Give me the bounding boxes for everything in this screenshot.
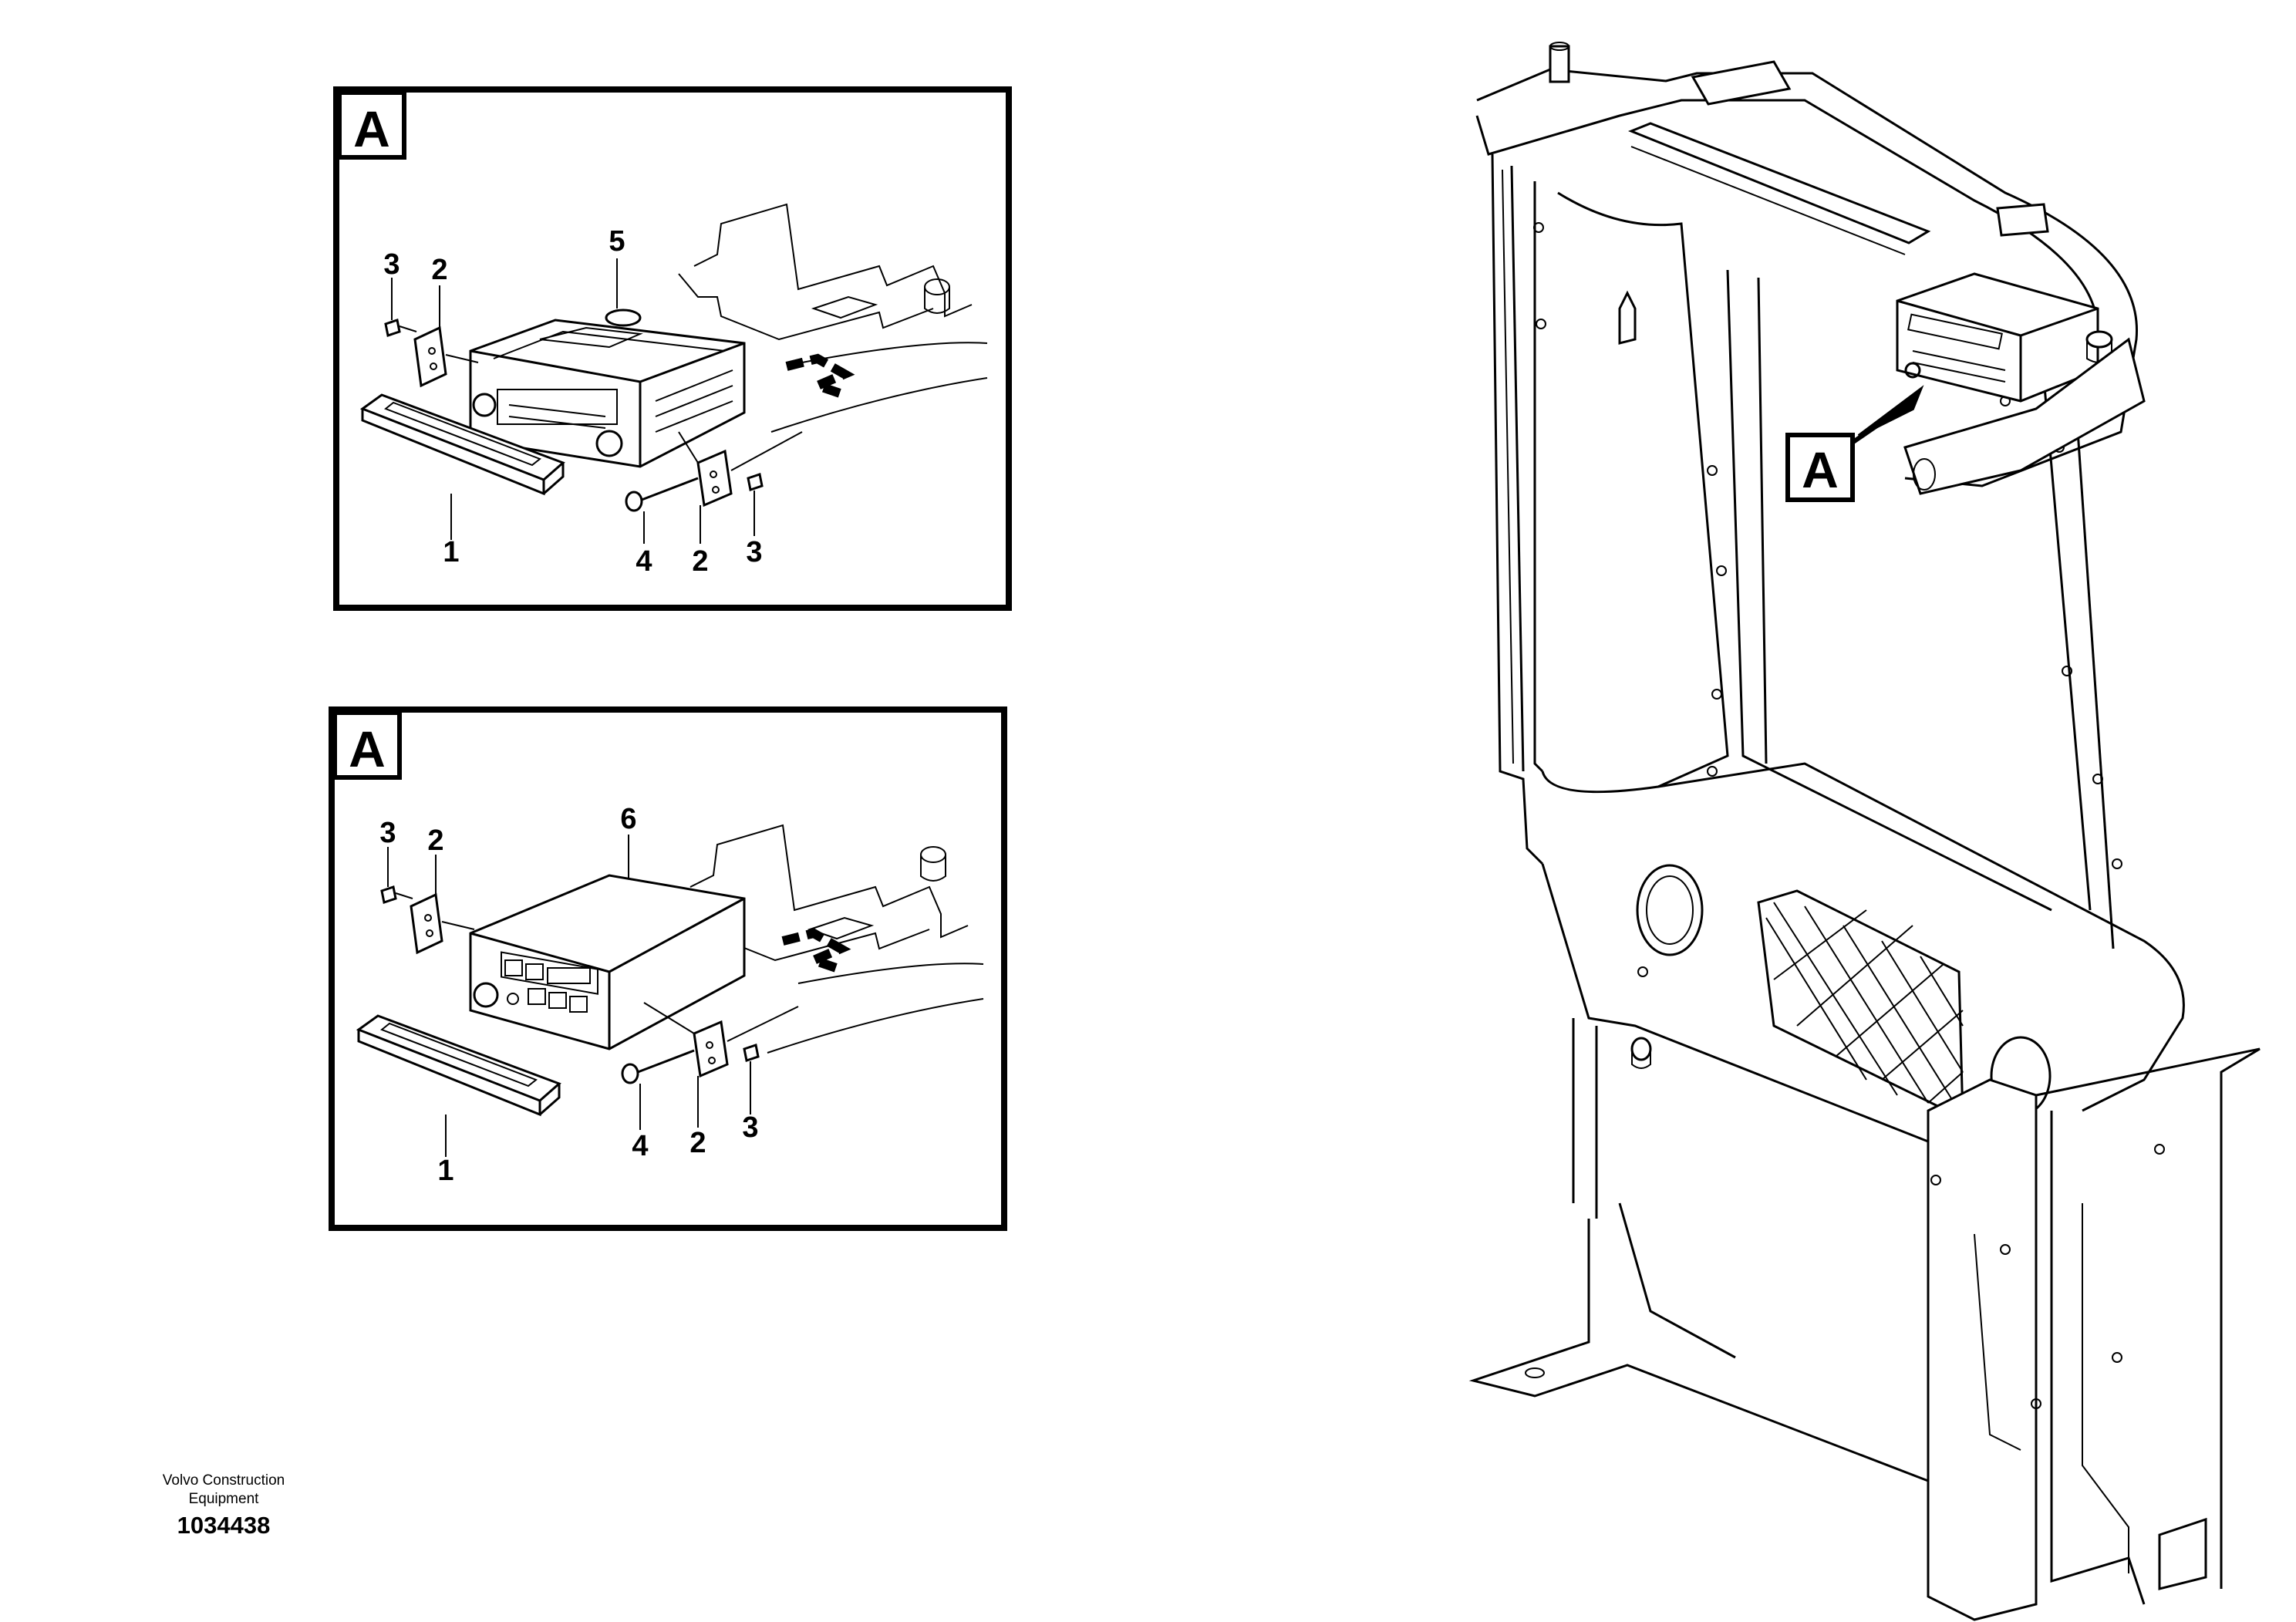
- cab-view-label: A: [1802, 441, 1839, 498]
- callout-2: 2: [431, 254, 447, 286]
- rear-leg: [1927, 1078, 2038, 1621]
- callout-4: 4: [632, 1130, 648, 1162]
- detail-panel-radio: A: [333, 86, 1012, 611]
- callout-5: 5: [609, 225, 625, 258]
- callout-3: 3: [383, 248, 400, 281]
- side-arm: [1903, 337, 2146, 495]
- assembly-line: [678, 431, 803, 471]
- callout-3b: 3: [746, 536, 762, 568]
- mounting-bracket-right: [696, 449, 733, 508]
- drawing-number: 1034438: [177, 1512, 271, 1539]
- leader-lines: [387, 835, 751, 1157]
- leader-lines: [391, 258, 755, 544]
- cable-harness: [785, 353, 855, 400]
- upper-beam: [1627, 122, 1931, 244]
- callout-4: 4: [636, 545, 652, 578]
- cab-rear-frame: A: [1468, 42, 2261, 1621]
- callout-2b: 2: [689, 1127, 706, 1159]
- speaker-opening-left: [1636, 864, 1704, 956]
- view-label: A: [353, 100, 390, 157]
- screw-left: [380, 885, 413, 904]
- company-name-line2: Equipment: [188, 1491, 259, 1507]
- cab-view-label-box: [1785, 433, 1855, 502]
- callout-3: 3: [379, 817, 396, 849]
- company-name-line1: Volvo Construction: [162, 1472, 285, 1489]
- view-label: A: [349, 720, 386, 777]
- panel-border: [333, 86, 1012, 611]
- console-bracket: [678, 203, 988, 433]
- knob: [1630, 1037, 1652, 1069]
- detail-panel-cassette: A: [329, 706, 1007, 1231]
- fastener-bolts: [1533, 222, 2165, 1409]
- screw-right: [743, 1044, 760, 1062]
- callout-1: 1: [443, 536, 459, 568]
- screw-right: [747, 473, 764, 491]
- installed-radio: [1896, 272, 2113, 403]
- screw-left: [384, 319, 417, 337]
- trim-frame: [356, 1014, 561, 1117]
- view-label-box: [337, 90, 406, 160]
- mounting-bracket-left: [410, 892, 475, 955]
- radio-cassette-unit: [469, 874, 746, 1050]
- top-mount-post: [1549, 45, 1570, 83]
- assembly-line: [643, 1002, 799, 1042]
- storage-net: [1757, 889, 1964, 1121]
- panel-border: [329, 706, 1007, 1231]
- side-tab: [1996, 203, 2049, 237]
- mounting-bracket-left: [413, 325, 479, 388]
- callout-labels: 3 2 6 1 4 2 3: [379, 803, 758, 1187]
- mounting-bracket-right: [693, 1020, 729, 1078]
- callout-3b: 3: [742, 1111, 758, 1144]
- callout-6: 6: [620, 803, 636, 835]
- callout-1: 1: [437, 1155, 453, 1187]
- view-label-box: [332, 710, 402, 780]
- trim-frame: [359, 393, 565, 496]
- callout-2: 2: [427, 824, 443, 857]
- screw-long: [625, 477, 699, 512]
- radio-cd-unit: [469, 309, 746, 468]
- cable-harness: [781, 928, 851, 974]
- footer: Volvo Construction Equipment 1034438: [131, 1472, 316, 1543]
- callout-labels: 3 2 5 1 4 2 3: [383, 225, 762, 578]
- top-tab: [1691, 60, 1792, 106]
- hook: [1618, 290, 1637, 345]
- callout-pointer: [1857, 385, 1924, 437]
- screw-long: [621, 1049, 695, 1084]
- callout-2b: 2: [692, 545, 708, 578]
